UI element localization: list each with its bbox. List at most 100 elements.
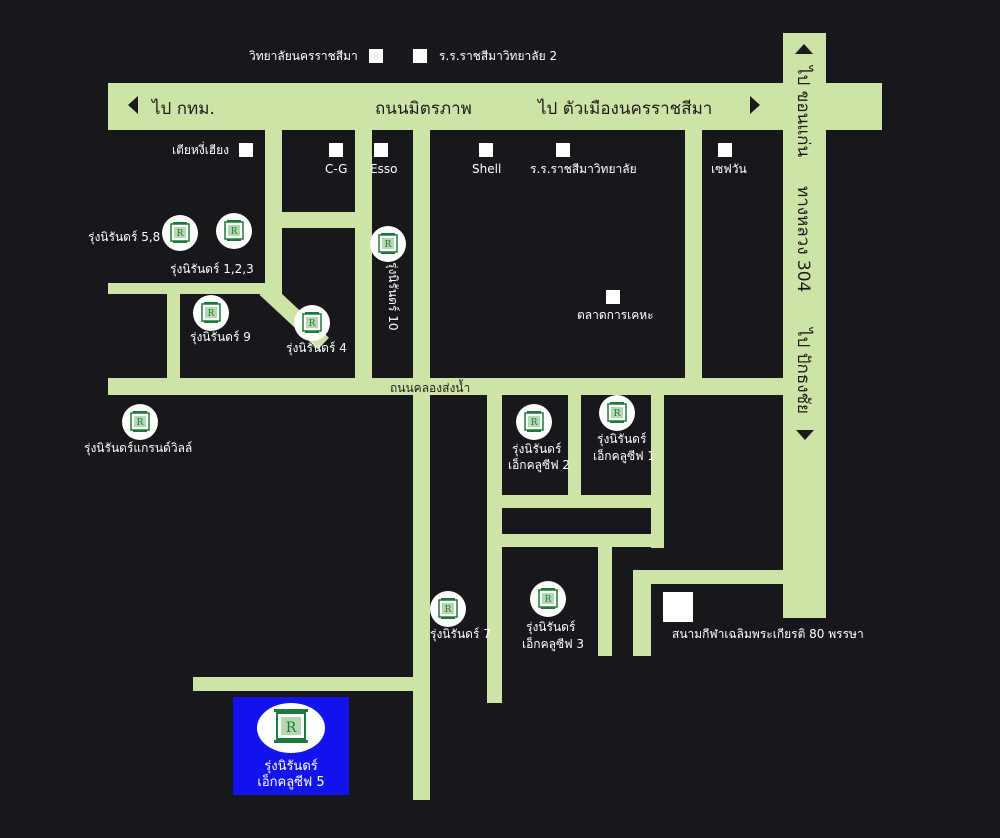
side-road [167,293,180,380]
hotel-7-label: รุ่งนิรันดร์ 7 [430,627,491,641]
side-road [501,534,651,547]
hotel-1-2-3-logo: R [216,213,252,249]
side-road [265,128,282,290]
hotel-logo-icon: R [438,598,458,619]
hotel-logo-icon: R [302,312,322,333]
side-road [355,128,372,380]
exclusive-3-logo: R [530,581,566,617]
hotel-9-logo: R [193,295,229,331]
svg-text:R: R [137,418,144,428]
hotel-7-logo: R [430,591,466,627]
exclusive-5-logo: R [257,703,325,753]
exclusive-1-logo: R [599,395,635,431]
hotel-10-logo: R [370,226,406,262]
shell-label: Shell [472,162,502,176]
esso-marker [374,143,388,157]
esso-label: Esso [370,162,398,176]
exclusive-1-label-line1: รุ่งนิรันดร์ [597,432,647,446]
hotel-logo-icon: R [607,402,627,423]
svg-text:R: R [208,309,215,319]
hotel-logo-icon: R [224,220,244,241]
highway-304 [783,33,826,618]
grand-ville-logo: R [122,404,158,440]
exclusive-5-highlight: R รุ่งนิรันดร์ เอ็กคลูซีฟ 5 [233,697,349,795]
school-2-marker [413,49,427,63]
arrow-down-icon [796,430,814,440]
hotel-5-8-label: รุ่งนิรันดร์ 5,8 [88,230,161,244]
exclusive-5-label-line2: เอ็กคลูซีฟ 5 [257,775,325,790]
side-road [598,547,612,656]
market-marker [606,290,620,304]
cg-label: C-G [325,162,348,176]
side-road [568,393,581,495]
svg-text:R: R [445,605,452,615]
market-label: ตลาดการเคหะ [577,308,654,322]
svg-text:R: R [231,227,238,237]
school-marker [556,143,570,157]
stadium-label: สนามกีฬาเฉลิมพระเกียรติ 80 พรรษา [672,627,864,641]
hotel-logo-icon: R [130,411,150,432]
arrow-up-icon [795,44,813,54]
exclusive-5-label-line1: รุ่งนิรันดร์ [264,759,318,774]
tia-hui-hieng-label: เตียหงี่เฮียง [172,143,230,157]
hotel-logo-icon: R [274,709,308,743]
college-label: วิทยาลัยนครราชสีมา [249,49,358,63]
svg-text:R: R [614,409,621,419]
svg-text:R: R [545,595,552,605]
side-road [282,212,357,228]
cg-marker [329,143,343,157]
exclusive-2-label-line1: รุ่งนิรันดร์ [512,442,562,456]
hotel-1-2-3-label: รุ่งนิรันดร์ 1,2,3 [170,262,254,276]
canal-road-name: ถนนคลองส่งน้ำ [390,381,471,395]
shell-marker [479,143,493,157]
exclusive-3-label-line2: เอ็กคลูซีฟ 3 [522,637,585,651]
hotel-logo-icon: R [378,233,398,254]
hotel-9-label: รุ่งนิรันดร์ 9 [190,330,251,344]
school-label: ร.ร.ราชสีมาวิทยาลัย [530,162,637,176]
to-city-label: ไป ตัวเมืองนครราชสีมา [538,99,713,119]
arrow-left-icon [128,96,138,114]
hotel-10-label: รุ่งนิรันดร์ 10 [386,262,400,331]
hotel-4-label: รุ่งนิรันดร์ 4 [286,341,347,355]
side-road [501,495,664,508]
side-road [487,393,502,703]
tia-hui-hieng-marker [239,143,253,157]
side-road [108,283,282,294]
side-road [633,570,785,584]
svg-text:R: R [286,720,297,736]
arrow-right-icon [750,96,760,114]
exclusive-2-logo: R [516,404,552,440]
side-road [685,128,702,380]
hotel-logo-icon: R [538,588,558,609]
side-road [633,570,651,656]
exclusive-2-label-line2: เอ็กคลูซีฟ 2 [508,458,571,472]
hotel-5-8-logo: R [162,215,198,251]
svg-text:R: R [177,229,184,239]
side-road [651,393,664,548]
college-marker [369,49,383,63]
stadium-marker [663,592,693,622]
side-road [413,128,430,800]
svg-text:R: R [531,418,538,428]
svg-text:R: R [385,240,392,250]
to-pakthongchai-label: ไป ปักธงชัย [793,328,813,415]
school-2-label: ร.ร.ราชสีมาวิทยาลัย 2 [439,49,558,63]
hotel-logo-icon: R [201,302,221,323]
hotel-logo-icon: R [524,411,544,432]
hotel-4-logo: R [294,305,330,341]
highway-number-label: ทางหลวง 304 [793,186,813,293]
to-khonkaen-label: ไป ขอนแก่น [793,66,813,158]
side-road [193,677,415,691]
canal-road [108,378,784,395]
seven-eleven-marker [718,143,732,157]
to-bangkok-label: ไป กทม. [152,99,215,119]
exclusive-3-label-line1: รุ่งนิรันดร์ [526,620,576,634]
svg-text:R: R [309,319,316,329]
mittraphap-road [108,83,882,130]
grand-ville-label: รุ่งนิรันดร์แกรนด์วิลล์ [84,441,193,455]
hotel-logo-icon: R [170,222,190,243]
main-road-name: ถนนมิตรภาพ [375,99,472,119]
seven-eleven-label: เซฟวัน [711,162,747,176]
exclusive-1-label-line2: เอ็กคลูซีฟ 1 [593,449,656,463]
